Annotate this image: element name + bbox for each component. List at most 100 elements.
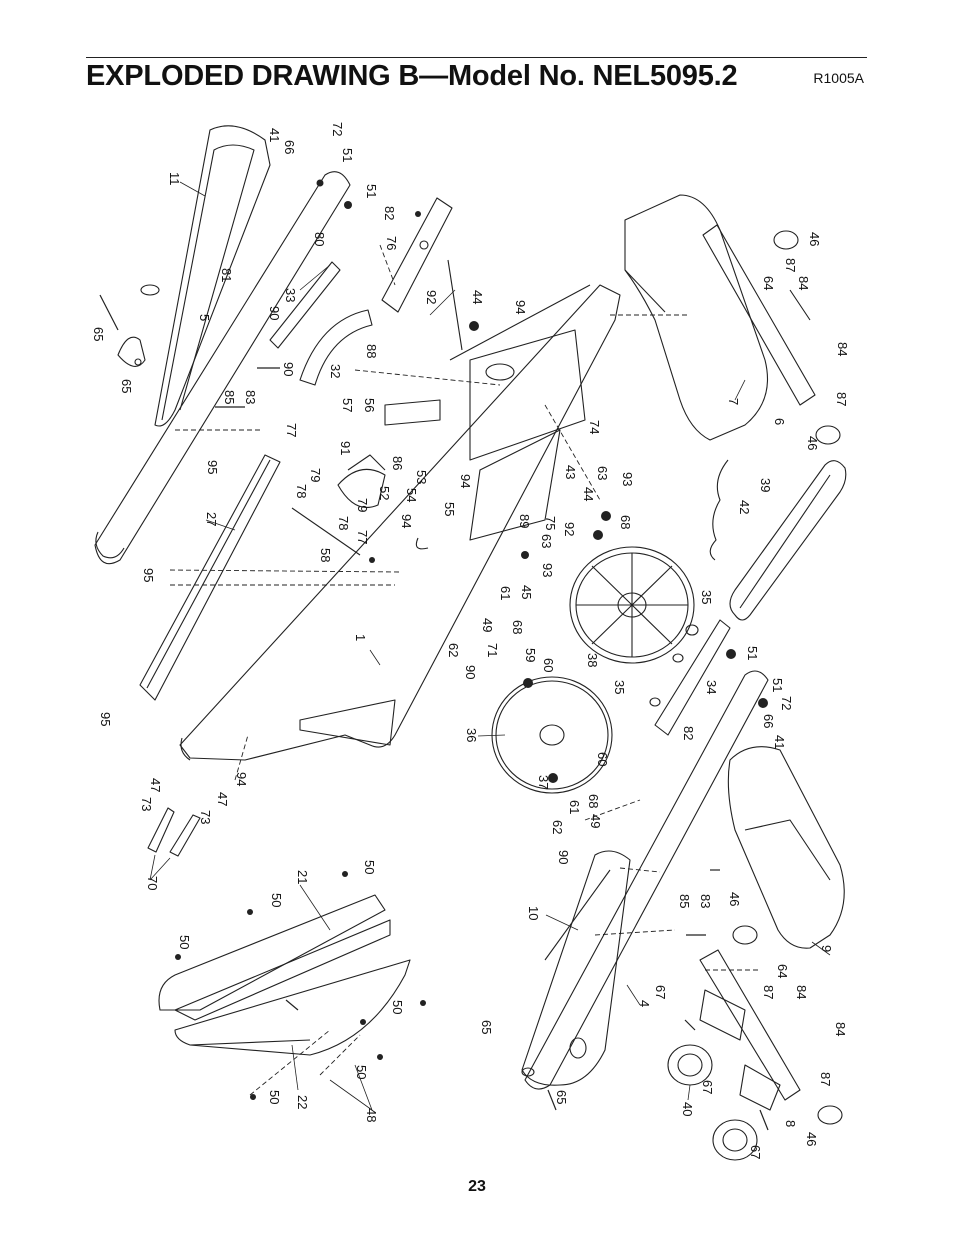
part-label: 39 [758,478,773,492]
part-label: 63 [539,534,554,548]
part-label: 64 [775,964,790,978]
part-label: 87 [834,392,849,406]
part-label: 32 [328,364,343,378]
part-label: 43 [563,465,578,479]
part-label: 80 [312,232,327,246]
flywheel [491,676,613,794]
part-label: 27 [204,512,219,526]
part-label: 50 [354,1065,369,1079]
page-number: 23 [468,1178,486,1195]
part-label: 84 [796,276,811,290]
part-label: 9 [819,945,834,952]
part-label: 38 [585,653,600,667]
wire-harness [709,459,729,561]
front-stabilizer [702,224,816,406]
part-label: 56 [362,398,377,412]
part-label: 88 [364,344,379,358]
part-label: 95 [205,460,220,474]
rear-stabilizer [699,949,801,1101]
rear-upright [654,619,731,736]
part-label: 72 [779,696,794,710]
part-label: 77 [355,530,370,544]
part-label: 59 [523,648,538,662]
part-label: 95 [141,568,156,582]
part-label: 68 [510,620,525,634]
part-label: 51 [364,184,379,198]
left-pedal-arm [524,670,769,1090]
part-label: 67 [653,985,668,999]
part-label: 85 [222,390,237,404]
part-label: 64 [761,276,776,290]
part-label: 8 [783,1120,798,1127]
front-cover [624,194,769,441]
part-label: 94 [458,474,473,488]
part-label: 71 [485,643,500,657]
part-label: 79 [308,468,323,482]
part-label: 75 [543,516,558,530]
part-label: 83 [243,390,258,404]
part-label: 37 [536,775,551,789]
part-label: 46 [807,232,822,246]
part-label: 90 [267,306,282,320]
part-label: 48 [364,1108,379,1122]
part-label: 73 [139,797,154,811]
part-label: 95 [98,712,113,726]
part-label: 60 [595,752,610,766]
part-label: 94 [234,772,249,786]
part-label: 72 [330,122,345,136]
wheel [712,1119,758,1161]
part-label: 50 [362,860,377,874]
part-label: 44 [581,487,596,501]
part-label: 67 [700,1080,715,1094]
part-label: 51 [745,646,760,660]
part-label: 82 [382,206,397,220]
part-label: 21 [295,870,310,884]
brake-assembly [337,468,386,509]
part-label: 92 [424,290,439,304]
part-label: 4 [637,1000,652,1007]
part-label: 84 [833,1022,848,1036]
part-label: 35 [699,590,714,604]
part-label: 46 [727,892,742,906]
part-label: 86 [390,456,405,470]
part-label: 11 [167,172,182,186]
cover-piece [174,959,411,1056]
cover-piece [158,894,386,1011]
part-label: 49 [480,618,495,632]
part-label: 66 [282,140,297,154]
part-label: 50 [269,893,284,907]
part-label: 87 [761,985,776,999]
part-label: 68 [586,794,601,808]
part-label: 57 [340,398,355,412]
curved-bracket [299,309,373,386]
part-label: 5 [197,314,212,321]
part-label: 89 [517,514,532,528]
part-label: 85 [677,894,692,908]
part-label: 93 [540,563,555,577]
part-label: 7 [726,398,741,405]
part-label: 45 [519,585,534,599]
part-label: 47 [148,778,163,792]
part-label: 50 [390,1000,405,1014]
part-label: 10 [526,906,541,920]
right-side-cover [154,125,271,427]
part-label: 34 [704,680,719,694]
part-label: 84 [835,342,850,356]
main-frame [179,284,621,761]
part-label: 81 [219,268,234,282]
part-label: 63 [595,466,610,480]
left-side-cover [521,850,631,1086]
part-label: 78 [294,484,309,498]
part-label: 65 [479,1020,494,1034]
part-label: 41 [772,735,787,749]
part-label: 60 [541,658,556,672]
part-label: 6 [772,418,787,425]
part-label: 65 [91,327,106,341]
part-label: 65 [119,379,134,393]
part-label: 52 [377,486,392,500]
part-label: 40 [680,1102,695,1116]
part-label: 62 [446,643,461,657]
part-label: 44 [470,290,485,304]
part-label: 94 [513,300,528,314]
part-label: 77 [284,423,299,437]
